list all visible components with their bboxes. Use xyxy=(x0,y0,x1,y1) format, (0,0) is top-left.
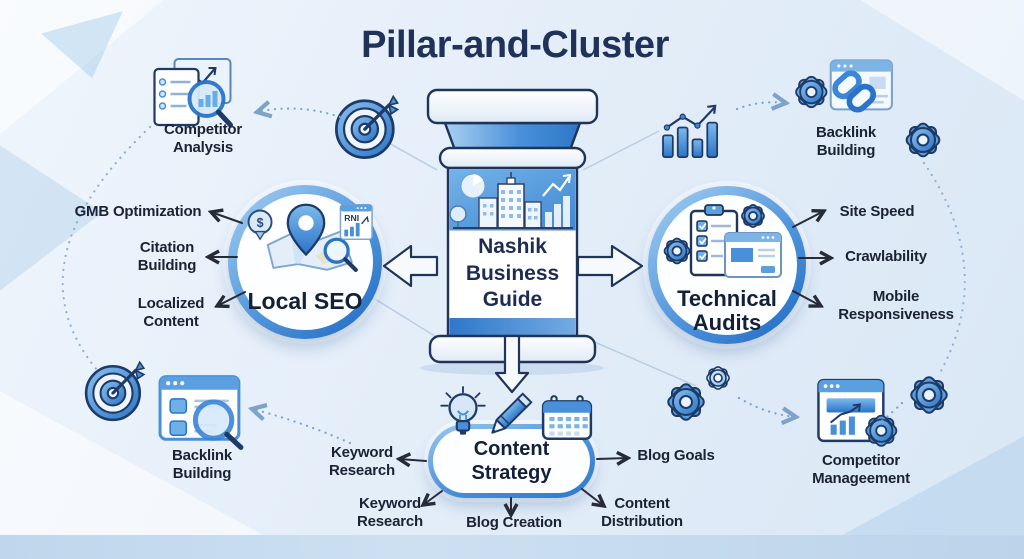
label-backlink-building-top: Backlink Building xyxy=(815,124,877,160)
local-seo-circle-inner: $ RNI xyxy=(237,194,373,330)
dollar-pin-icon: $ xyxy=(247,209,273,241)
gear-icon xyxy=(663,237,691,265)
gear-pair-icon xyxy=(667,366,730,421)
competitor-management-icon xyxy=(817,378,898,447)
content-strategy-label: Content Strategy xyxy=(471,438,552,484)
browser-window-icon xyxy=(724,232,782,278)
label-crawlability: Crawlability xyxy=(845,248,927,265)
thin-line-bottom-left xyxy=(374,298,439,339)
technical-audits-circle: Technical Audits xyxy=(648,186,806,344)
pillar-shadow xyxy=(420,361,604,375)
svg-text:RNI: RNI xyxy=(344,213,359,223)
label-mobile-responsiveness: Mobile Responsiveness xyxy=(838,288,954,324)
label-localized-content: Localized Content xyxy=(137,295,205,331)
hollow-arrow-left xyxy=(382,244,439,288)
label-site-speed: Site Speed xyxy=(839,203,915,220)
label-competitor-analysis: Competitor Analysis xyxy=(164,121,242,157)
location-pin-icon xyxy=(286,203,326,257)
gear-icon xyxy=(910,376,948,414)
calendar-icon xyxy=(541,395,593,440)
gear-icon xyxy=(667,383,705,421)
pillar-cityscape-illustration xyxy=(449,169,576,231)
hollow-arrow-right xyxy=(576,244,644,288)
pillar-title: Nashik Business Guide xyxy=(465,235,560,312)
content-strategy-capsule: Content Strategy xyxy=(428,424,595,498)
target-icon xyxy=(335,94,400,159)
gear-icon xyxy=(795,75,828,109)
gear-icon xyxy=(905,122,941,158)
pillar-capital-neck xyxy=(443,121,582,152)
label-content-distribution: Content Distribution xyxy=(601,495,683,531)
label-keyword-research-left: Keyword Research xyxy=(329,444,395,480)
growth-chart-icon xyxy=(542,173,572,228)
gear-icon xyxy=(741,204,765,228)
pillar-capital-ring xyxy=(438,146,587,170)
lightbulb-icon xyxy=(440,386,486,435)
label-keyword-research-bottom: Keyword Research xyxy=(357,495,423,531)
svg-text:$: $ xyxy=(257,216,264,230)
label-blog-goals: Blog Goals xyxy=(637,447,715,464)
buildings-icon xyxy=(478,172,542,229)
dotted-arc-right xyxy=(922,161,966,373)
thin-line-top-right xyxy=(582,130,660,171)
pillar-illustration xyxy=(420,88,604,375)
technical-audits-circle-inner: Technical Audits xyxy=(657,195,797,335)
pillar-stripe xyxy=(449,318,576,338)
backlink-building-icon xyxy=(795,59,893,113)
local-seo-icon: $ RNI xyxy=(247,203,373,272)
dotted-arrow-to-backlink-top xyxy=(735,102,786,109)
backlink-audit-icon xyxy=(158,375,244,450)
target-icon xyxy=(84,360,146,422)
content-strategy-capsule-inner: Content Strategy xyxy=(433,429,590,493)
label-backlink-building-bottom: Backlink Building xyxy=(171,447,233,483)
pencil-icon xyxy=(491,392,533,434)
pie-chart-icon xyxy=(460,173,486,199)
page-title: Pillar-and-Cluster xyxy=(361,24,669,66)
dotted-arrow-to-backlink-bottom xyxy=(252,409,352,445)
arrow-gmb xyxy=(211,212,243,224)
bg-bottom-band xyxy=(0,535,1024,559)
local-seo-label: Local SEO xyxy=(247,288,363,314)
pillar-base xyxy=(428,334,597,364)
technical-audits-icon xyxy=(663,204,782,278)
dotted-arrow-to-competitor-analysis xyxy=(257,108,342,117)
label-citation-building: Citation Building xyxy=(137,239,197,275)
arrow-blog-goals xyxy=(596,458,628,459)
analytics-chart-icon xyxy=(662,104,719,158)
label-gmb-optimization: GMB Optimization xyxy=(74,203,202,220)
magnifier-icon xyxy=(187,80,233,128)
local-seo-circle: $ RNI xyxy=(228,185,382,339)
magnifier-icon xyxy=(323,237,358,272)
pillar-capital-top xyxy=(426,88,599,125)
tree-icon xyxy=(449,205,467,223)
gear-icon xyxy=(706,366,730,390)
label-blog-creation: Blog Creation xyxy=(466,514,562,531)
technical-audits-label: Technical Audits xyxy=(677,286,777,336)
label-competitor-management: Competitor Manageement xyxy=(812,452,910,488)
rni-analytics-card-icon: RNI xyxy=(339,203,373,240)
